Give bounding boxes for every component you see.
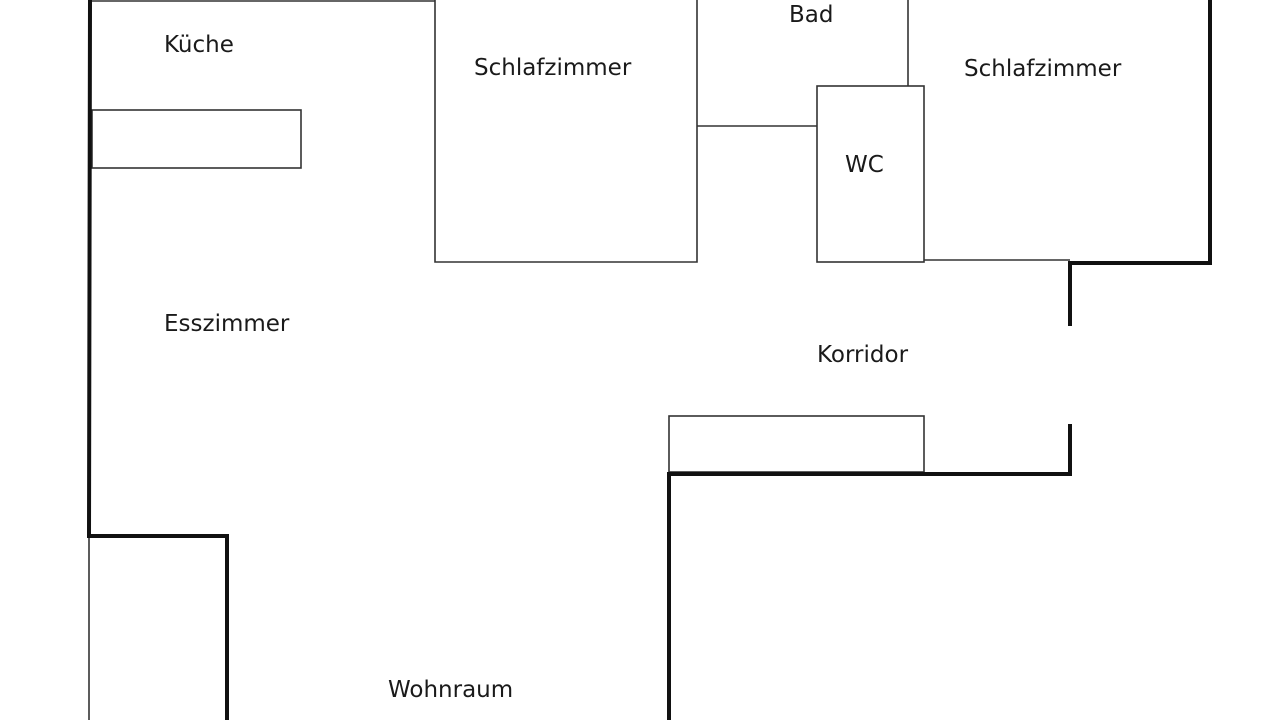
wc-box [816, 85, 925, 263]
interior-partitions [88, 0, 1070, 720]
right-exterior-wall [1068, 0, 1212, 326]
room-label-dining-room: Esszimmer [164, 311, 290, 337]
kitchen-counter [91, 109, 302, 169]
room-label-corridor: Korridor [817, 342, 909, 368]
room-label-living-room: Wohnraum [388, 677, 514, 703]
left-exterior-wall [86, 0, 229, 720]
corridor-cabinet [668, 415, 925, 473]
room-label-wc: WC [845, 152, 884, 178]
room-label-bathroom: Bad [789, 2, 834, 28]
bedroom-1-walls [434, 0, 698, 263]
room-label-kitchen: Küche [164, 32, 234, 58]
room-label-bedroom-1: Schlafzimmer [474, 55, 632, 81]
room-label-bedroom-2: Schlafzimmer [964, 56, 1122, 82]
corridor-exterior-wall [667, 424, 1072, 720]
exterior-walls [86, 0, 1212, 720]
